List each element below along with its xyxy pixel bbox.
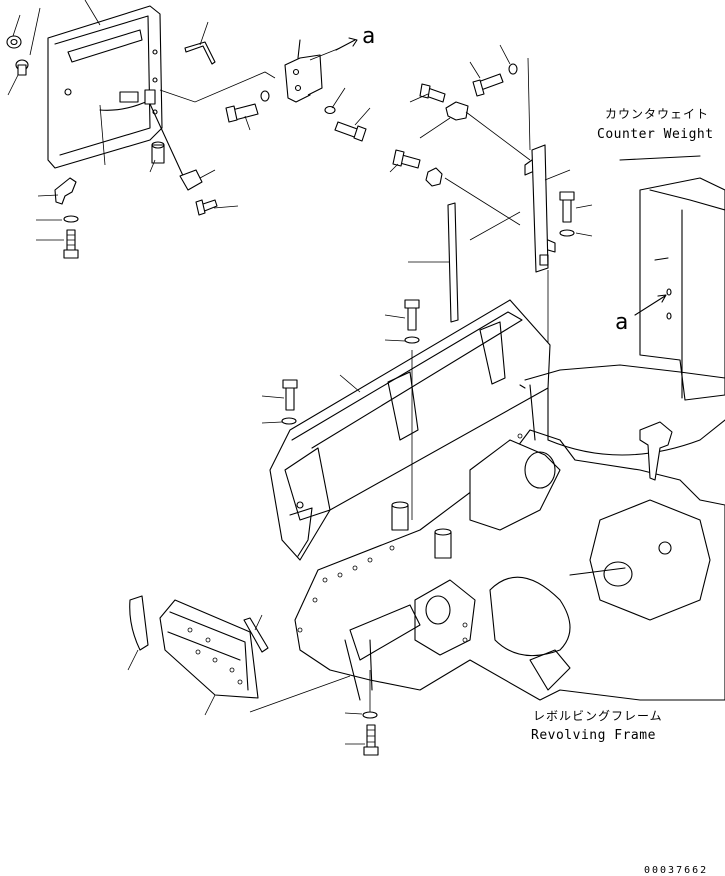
counter-weight-body (619, 155, 725, 401)
rubber-strip (243, 617, 269, 653)
bolt-icon (195, 199, 239, 216)
under-cover (159, 599, 259, 699)
washer-icon (281, 417, 297, 425)
counter-weight-label-en: Counter Weight (597, 127, 714, 142)
hinge-bracket-icon (284, 39, 323, 103)
drawing-number: 00037662 (644, 865, 709, 876)
bolt-icon (419, 83, 446, 103)
washer-icon (559, 229, 575, 237)
hex-wrench-icon (184, 41, 216, 65)
bolt-icon (363, 724, 379, 756)
revolving-frame (294, 364, 725, 701)
direction-arrow-a (634, 294, 667, 316)
washer-icon (508, 63, 518, 75)
bolt-icon (392, 149, 421, 169)
leader-line (127, 614, 351, 716)
rubber-strip (447, 202, 459, 323)
washer-icon (404, 336, 420, 344)
washer-icon (260, 90, 270, 102)
washer-icon (362, 711, 378, 719)
strap-bracket (524, 144, 556, 273)
bracket-icon (54, 177, 77, 205)
bolt-icon (472, 73, 504, 97)
reference-mark-a-right: a (615, 310, 629, 335)
revolving-frame-label-en: Revolving Frame (531, 728, 656, 743)
grommet-icon (6, 35, 22, 49)
bolt-icon (63, 229, 79, 259)
nut-icon (425, 167, 443, 187)
seal-strip (129, 595, 149, 651)
bolt-icon (559, 191, 575, 223)
direction-arrow-a (335, 37, 358, 51)
spacer-icon (391, 501, 409, 531)
counter-weight-label-jp: カウンタウェイト (605, 107, 710, 121)
clip-icon (445, 101, 469, 121)
bolt-icon (334, 121, 367, 142)
latch-icon (144, 89, 203, 191)
door-panel (47, 5, 163, 169)
washer-icon (324, 105, 336, 115)
leader-line (7, 0, 106, 166)
leader-line (469, 57, 571, 372)
leader-line (159, 47, 341, 103)
spacer-icon (434, 528, 452, 559)
washer-icon (63, 215, 79, 223)
reference-mark-a-top: a (362, 24, 376, 49)
bolt-icon (282, 379, 298, 411)
side-cover (269, 299, 551, 561)
bolt-icon (225, 103, 259, 131)
bolt-icon (404, 299, 420, 331)
plug-icon (15, 59, 29, 76)
leader-line (339, 350, 413, 520)
revolving-frame-label-jp: レボルビングフレーム (533, 709, 663, 723)
